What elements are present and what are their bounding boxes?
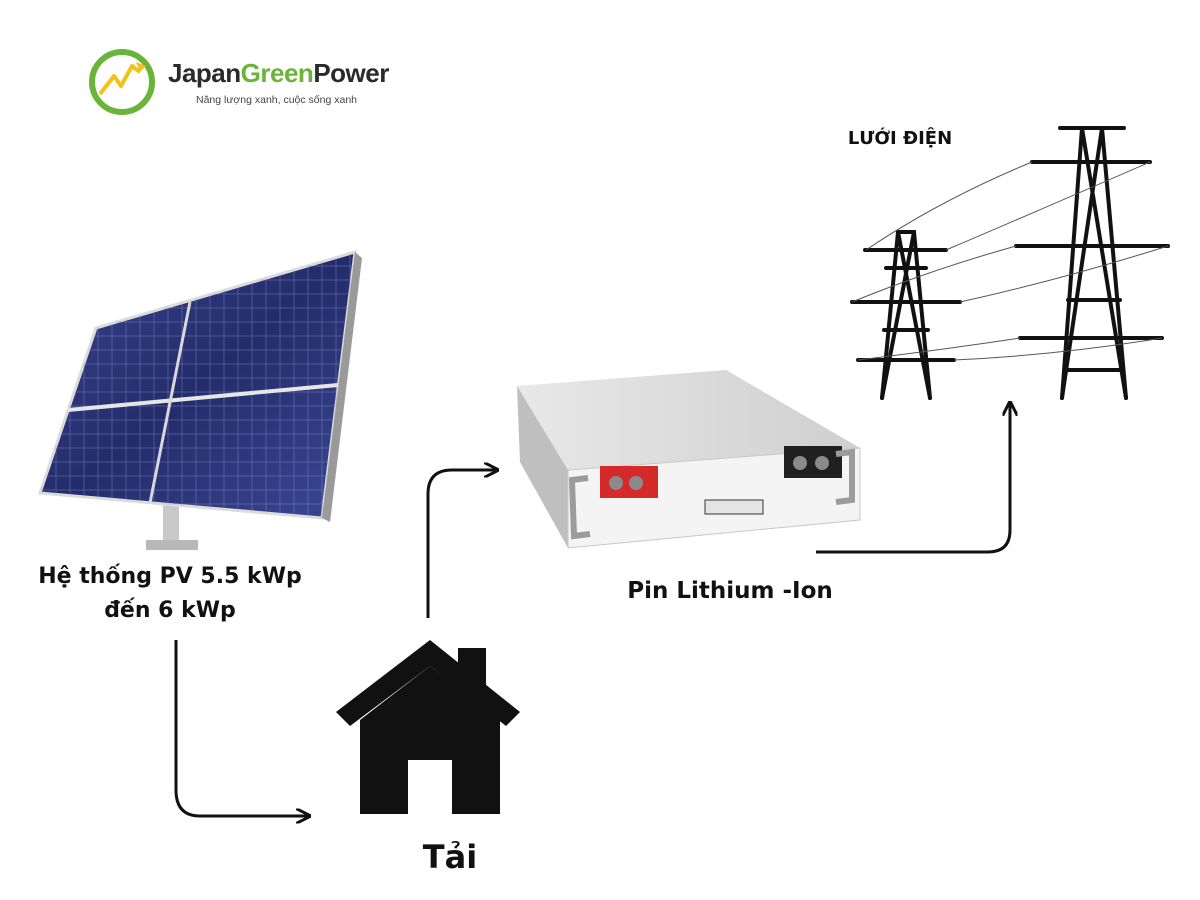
house-icon	[336, 640, 520, 814]
load-label: Tải	[422, 838, 478, 876]
power-lines	[851, 161, 1169, 361]
arrow-load-to-battery	[426, 470, 496, 618]
pv-label: Hệ thống PV 5.5 kWp đến 6 kWp	[10, 560, 330, 628]
pv-label-line2: đến 6 kWp	[104, 598, 236, 623]
logo-wordmark: JapanGreenPower	[168, 58, 389, 89]
battery-label: Pin Lithium -Ion	[627, 578, 833, 604]
arrow-pv-to-load	[174, 640, 308, 816]
logo-word-japan: Japan	[168, 58, 241, 88]
arrow-battery-to-grid	[816, 404, 1010, 554]
logo: JapanGreenPower Năng lượng xanh, cuộc số…	[88, 46, 408, 118]
battery-icon	[517, 370, 861, 549]
solar-panel-icon	[37, 249, 362, 550]
logo-tagline: Năng lượng xanh, cuộc sống xanh	[196, 94, 358, 106]
logo-circle-icon	[89, 49, 155, 115]
power-tower-icon	[850, 126, 1170, 400]
logo-word-green: Green	[240, 58, 314, 88]
grid-label: LƯỚI ĐIỆN	[847, 128, 953, 149]
pv-label-line1: Hệ thống PV 5.5 kWp	[38, 564, 302, 589]
logo-word-power: Power	[313, 58, 389, 88]
